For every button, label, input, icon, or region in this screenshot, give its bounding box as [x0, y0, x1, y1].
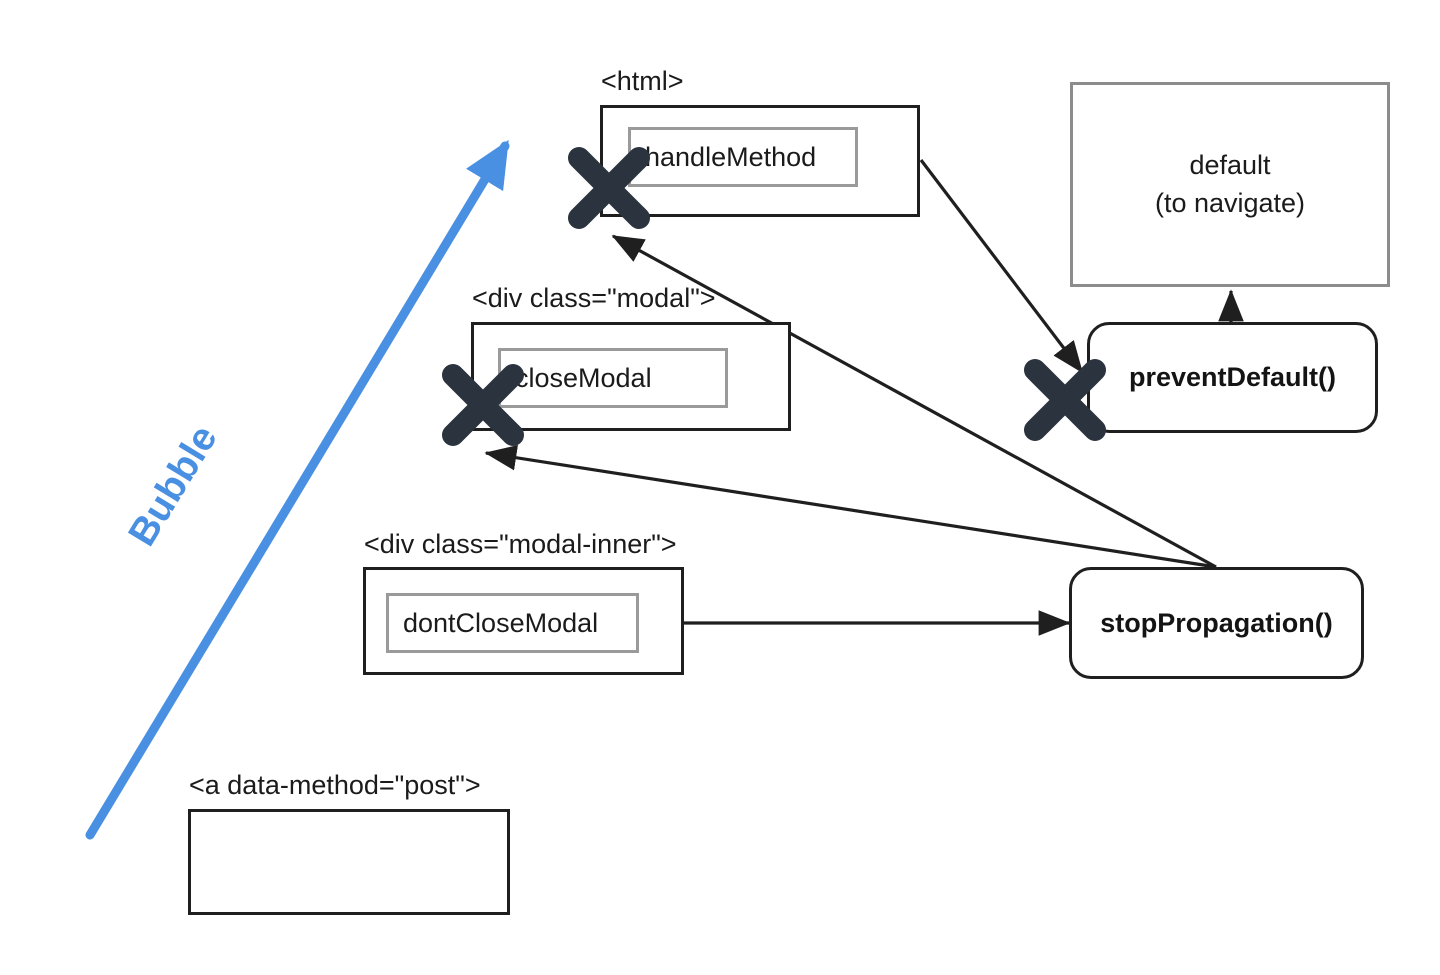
handlemethod-label: handleMethod	[645, 141, 817, 172]
default-action-box: default (to navigate)	[1070, 82, 1390, 287]
modal-inner-box: dontCloseModal	[363, 567, 684, 675]
dontclosemodal-label: dontCloseModal	[403, 607, 599, 638]
modal-tag-label: <div class="modal">	[472, 283, 716, 313]
closemodal-label: closeModal	[515, 362, 652, 393]
arrow-handlemethod-to-preventdefault	[919, 159, 1084, 374]
html-tag-label: <html>	[601, 66, 684, 96]
stoppropagation-label: stopPropagation()	[1100, 607, 1333, 638]
closemodal-box[interactable]: closeModal	[498, 348, 728, 408]
modal-box: closeModal	[471, 322, 791, 431]
default-action-line1: default	[1189, 150, 1271, 181]
dontclosemodal-box[interactable]: dontCloseModal	[386, 593, 639, 653]
anchor-box	[188, 809, 510, 915]
handlemethod-box[interactable]: handleMethod	[628, 127, 858, 187]
preventdefault-label: preventDefault()	[1128, 362, 1337, 392]
anchor-tag-label: <a data-method="post">	[189, 770, 481, 800]
stoppropagation-pill[interactable]: stopPropagation()	[1069, 567, 1364, 679]
default-action-line2: (to navigate)	[1154, 187, 1306, 218]
preventdefault-pill[interactable]: preventDefault()	[1087, 322, 1378, 433]
html-box: handleMethod	[600, 105, 920, 217]
modal-inner-tag-label: <div class="modal-inner">	[364, 529, 677, 559]
bubble-label: Bubble	[120, 418, 226, 554]
